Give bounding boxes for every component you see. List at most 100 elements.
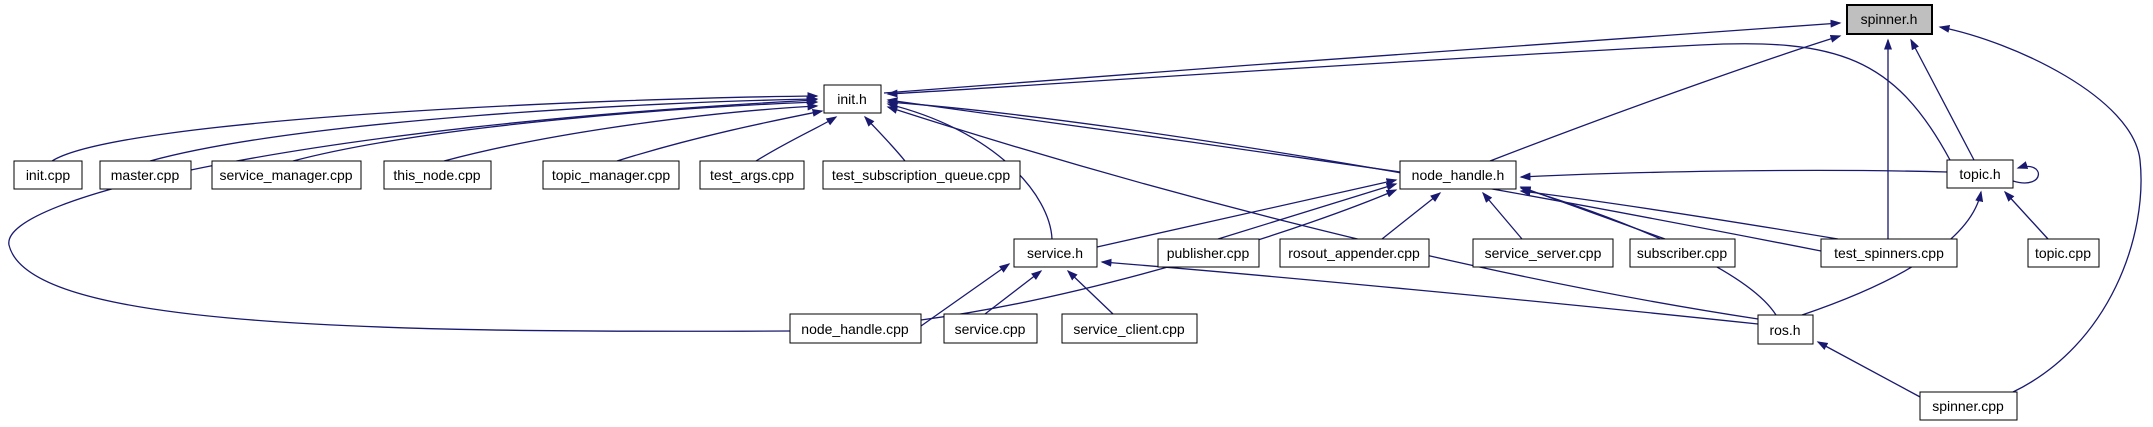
node-spinner_cpp[interactable]: spinner.cpp [1919, 391, 2018, 421]
node-box-this_node_cpp[interactable] [383, 160, 492, 190]
edge-service_h-node_handle_h [1096, 178, 1398, 248]
node-box-topic_cpp[interactable] [2027, 238, 2100, 268]
node-label-test_spinners_cpp[interactable]: test_spinners.cpp [1834, 245, 1944, 261]
node-box-init_h[interactable] [823, 84, 882, 114]
node-box-subscriber_cpp[interactable] [1629, 238, 1736, 268]
node-init_cpp[interactable]: init.cpp [13, 160, 83, 190]
edge-node_handle_cpp-init_h [8, 96, 818, 332]
node-label-spinner_cpp[interactable]: spinner.cpp [1932, 398, 2004, 414]
edge-ros_h-service_h [1100, 258, 1759, 325]
edge-init_h-spinner_h [883, 19, 1842, 94]
node-topic_h[interactable]: topic.h [1946, 159, 2014, 189]
node-master_cpp[interactable]: master.cpp [99, 160, 192, 190]
node-spinner_h: spinner.h [1846, 4, 1933, 35]
node-node_handle_h[interactable]: node_handle.h [1399, 160, 1517, 190]
node-init_h[interactable]: init.h [823, 84, 882, 114]
node-ros_h[interactable]: ros.h [1757, 314, 1814, 345]
node-label-node_handle_cpp[interactable]: node_handle.cpp [801, 321, 909, 337]
node-label-node_handle_h[interactable]: node_handle.h [1412, 167, 1505, 183]
node-label-topic_cpp[interactable]: topic.cpp [2035, 245, 2091, 261]
node-box-test_args_cpp[interactable] [699, 160, 805, 190]
node-label-service_manager_cpp[interactable]: service_manager.cpp [219, 167, 352, 183]
edge-topic_h-node_handle_h [1519, 169, 1948, 181]
node-box-topic_manager_cpp[interactable] [542, 160, 680, 190]
node-box-node_handle_h[interactable] [1399, 160, 1517, 190]
node-label-test_args_cpp[interactable]: test_args.cpp [710, 167, 794, 183]
node-label-service_h[interactable]: service.h [1027, 245, 1083, 261]
node-label-spinner_h: spinner.h [1861, 11, 1918, 27]
node-label-service_client_cpp[interactable]: service_client.cpp [1073, 321, 1184, 337]
node-box-service_server_cpp[interactable] [1472, 238, 1614, 268]
node-test_spinners_cpp[interactable]: test_spinners.cpp [1820, 238, 1958, 268]
edge-topic_h-self-loop [2012, 161, 2040, 184]
edge-node_handle_cpp-service_h [920, 263, 1011, 327]
node-label-subscriber_cpp[interactable]: subscriber.cpp [1637, 245, 1727, 261]
node-label-publisher_cpp[interactable]: publisher.cpp [1167, 245, 1250, 261]
node-box-node_handle_cpp[interactable] [789, 313, 922, 344]
edge-test_spinners_cpp-node_handle_h [1519, 188, 1839, 240]
edge-this_node_cpp-init_h [443, 102, 819, 162]
node-box-rosout_appender_cpp[interactable] [1279, 238, 1430, 268]
node-topic_manager_cpp[interactable]: topic_manager.cpp [542, 160, 680, 190]
node-topic_cpp[interactable]: topic.cpp [2027, 238, 2100, 268]
node-subscriber_cpp[interactable]: subscriber.cpp [1629, 238, 1736, 268]
node-service_h[interactable]: service.h [1013, 238, 1098, 268]
node-label-topic_h[interactable]: topic.h [1959, 166, 2000, 182]
node-box-service_cpp[interactable] [943, 313, 1038, 344]
node-label-init_h[interactable]: init.h [837, 91, 867, 107]
edge-test_args_cpp-init_h [755, 116, 838, 162]
edge-spinner_cpp-spinner_h [1938, 24, 2142, 393]
edge-rosout_appender_cpp-node_handle_h [1381, 192, 1442, 240]
node-label-rosout_appender_cpp[interactable]: rosout_appender.cpp [1288, 245, 1420, 261]
edge-topic_h-init_h [886, 43, 1951, 161]
edge-test_spinners_cpp-init_h [886, 98, 1822, 252]
node-service_server_cpp[interactable]: service_server.cpp [1472, 238, 1614, 268]
node-label-init_cpp[interactable]: init.cpp [26, 167, 71, 183]
node-publisher_cpp[interactable]: publisher.cpp [1157, 238, 1260, 268]
edge-service_server_cpp-node_handle_h [1482, 191, 1523, 240]
node-box-publisher_cpp[interactable] [1157, 238, 1260, 268]
node-label-service_server_cpp[interactable]: service_server.cpp [1485, 245, 1602, 261]
node-box-init_cpp[interactable] [13, 160, 83, 190]
node-box-spinner_h [1846, 4, 1933, 35]
edge-ros_h-init_h [886, 106, 1759, 320]
node-service_cpp[interactable]: service.cpp [943, 313, 1038, 344]
edge-init_cpp-init_h [51, 92, 819, 162]
edge-service_manager_cpp-init_h [292, 98, 819, 162]
node-box-service_h[interactable] [1013, 238, 1098, 268]
edge-node_handle_h-spinner_h [1489, 34, 1842, 162]
edge-service_cpp-service_h [984, 270, 1043, 315]
node-box-spinner_cpp[interactable] [1919, 391, 2018, 421]
node-box-ros_h[interactable] [1757, 314, 1814, 345]
edge-service_client_cpp-service_h [1066, 269, 1114, 315]
node-label-this_node_cpp[interactable]: this_node.cpp [393, 167, 480, 183]
edge-spinner_cpp-ros_h [1816, 341, 1923, 399]
node-test_subscription_queue_cpp[interactable]: test_subscription_queue.cpp [822, 160, 1021, 190]
node-rosout_appender_cpp[interactable]: rosout_appender.cpp [1279, 238, 1430, 268]
node-service_manager_cpp[interactable]: service_manager.cpp [211, 160, 362, 190]
node-node_handle_cpp[interactable]: node_handle.cpp [789, 313, 922, 344]
node-box-master_cpp[interactable] [99, 160, 192, 190]
node-this_node_cpp[interactable]: this_node.cpp [383, 160, 492, 190]
node-label-master_cpp[interactable]: master.cpp [111, 167, 180, 183]
node-box-test_spinners_cpp[interactable] [1820, 238, 1958, 268]
node-label-ros_h[interactable]: ros.h [1769, 322, 1800, 338]
edge-topic_h-spinner_h [1910, 38, 1975, 161]
node-label-service_cpp[interactable]: service.cpp [955, 321, 1026, 337]
node-box-service_client_cpp[interactable] [1061, 313, 1198, 344]
edge-test_subscription_queue_cpp-init_h [863, 115, 906, 162]
node-test_args_cpp[interactable]: test_args.cpp [699, 160, 805, 190]
edge-publisher_cpp-node_handle_h [1217, 182, 1398, 240]
node-box-test_subscription_queue_cpp[interactable] [822, 160, 1021, 190]
node-service_client_cpp[interactable]: service_client.cpp [1061, 313, 1198, 344]
node-box-topic_h[interactable] [1946, 159, 2014, 189]
node-label-test_subscription_queue_cpp[interactable]: test_subscription_queue.cpp [832, 167, 1010, 183]
edge-topic_manager_cpp-init_h [616, 108, 824, 162]
node-box-service_manager_cpp[interactable] [211, 160, 362, 190]
graph-edges [8, 19, 2142, 399]
node-label-topic_manager_cpp[interactable]: topic_manager.cpp [552, 167, 671, 183]
edge-topic_cpp-topic_h [2003, 190, 2049, 240]
edge-master_cpp-init_h [149, 95, 819, 162]
